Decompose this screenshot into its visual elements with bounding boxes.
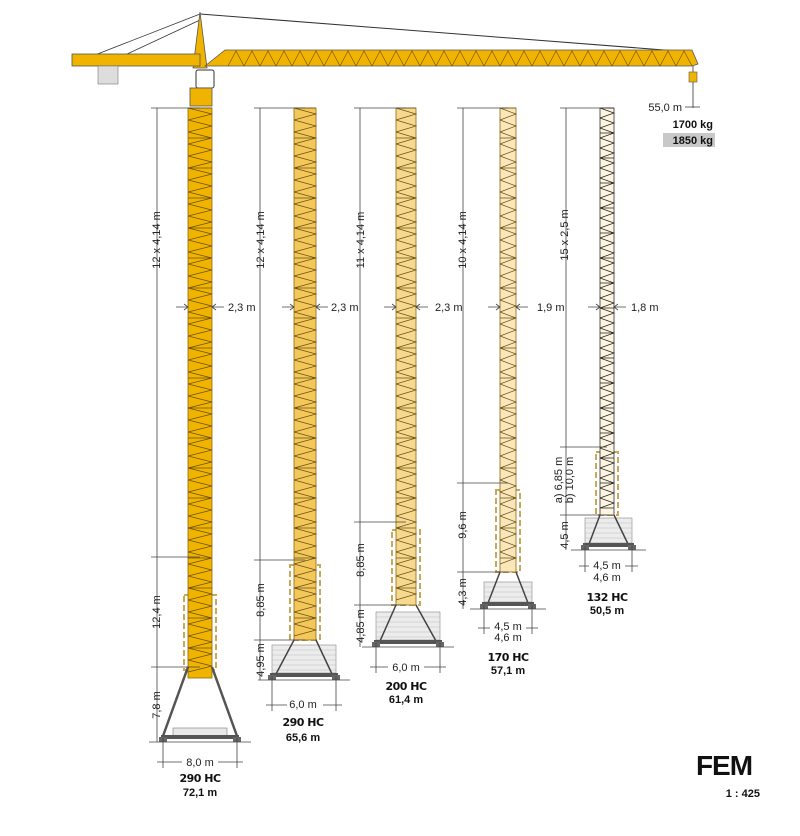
counterweight <box>97 65 119 85</box>
tower-290hc-65: 12 x 4,14 m 8,85 m 4,95 m 2,3 m 6,0 m 29… <box>255 211 359 744</box>
sections-dim: 12 x 4,14 m <box>151 211 163 268</box>
base-dim: 4,5 m <box>593 560 621 572</box>
ballast <box>271 644 337 674</box>
base-dim: 4,5 m <box>494 621 522 633</box>
tower-drawing <box>560 107 646 572</box>
dim: 8,85 m <box>355 543 367 577</box>
dim: a) 6,85 m <box>553 457 565 503</box>
base-dim: 8,0 m <box>186 757 214 769</box>
tower-290hc-72: 12 x 4,14 m 12,4 m 7,8 m 2,3 m 8,0 m 290… <box>151 211 256 799</box>
sections-dim: 12 x 4,14 m <box>255 211 267 268</box>
crane-jib-assembly <box>71 11 699 108</box>
dim: 4,95 m <box>255 643 267 677</box>
width-arrows <box>588 303 626 311</box>
counter-jib-tie <box>94 13 201 56</box>
dim: 8,85 m <box>255 583 267 617</box>
base-dim: 4,6 m <box>494 632 522 644</box>
dim: 4,5 m <box>559 521 571 549</box>
dim: 4,85 m <box>355 609 367 643</box>
base-dim: 6,0 m <box>392 662 420 674</box>
mast-lattice <box>187 107 213 673</box>
tower-drawing <box>457 107 546 634</box>
model-label: 132 HC <box>586 591 627 604</box>
height-label: 50,5 m <box>590 605 624 617</box>
mast-lattice <box>499 107 517 565</box>
base-struts <box>588 514 629 545</box>
ballast <box>375 611 441 641</box>
width-arrows <box>282 303 328 311</box>
mast-lattice <box>395 107 418 601</box>
model-label: 290 HC <box>282 716 323 729</box>
base-dim: 6,0 m <box>289 699 317 711</box>
width-dim: 2,3 m <box>228 302 256 314</box>
chassis <box>270 673 338 677</box>
dim: 4,3 m <box>457 578 469 606</box>
base-struts <box>379 604 437 642</box>
tower-200hc: 11 x 4,14 m 8,85 m 4,85 m 2,3 m 6,0 m 20… <box>355 212 463 706</box>
base-struts <box>161 666 239 737</box>
tower-170hc: 10 x 4,14 m 9,6 m 4,3 m 1,9 m 4,5 m 4,6 … <box>457 211 565 677</box>
scale-label: 1 : 425 <box>726 788 760 800</box>
sections-dim: 15 x 2,5 m <box>559 209 571 260</box>
jib-radius: 55,0 m <box>648 102 682 114</box>
width-dim: 1,9 m <box>537 302 565 314</box>
height-label: 65,6 m <box>286 732 320 744</box>
base-struts <box>487 571 529 604</box>
counter-jib <box>71 53 201 67</box>
jib-tie <box>199 13 691 53</box>
width-arrows <box>384 303 428 311</box>
mast-lattice <box>599 107 616 509</box>
mast <box>395 107 417 606</box>
load-primary: 1700 kg <box>673 119 713 131</box>
dim: b) 10,0 m <box>564 457 576 503</box>
dim: 7,8 m <box>151 691 163 719</box>
dim: 9,6 m <box>457 511 469 539</box>
fem-logo: FEM <box>696 750 752 781</box>
jib-lattice <box>227 50 693 67</box>
sections-dim: 10 x 4,14 m <box>457 211 469 268</box>
operator-cab <box>195 69 215 89</box>
ballast <box>584 517 633 544</box>
height-label: 57,1 m <box>491 665 525 677</box>
base-struts <box>275 639 333 675</box>
tower-drawing <box>254 107 350 711</box>
model-label: 170 HC <box>487 651 528 664</box>
slewing-unit <box>189 87 213 107</box>
ballast <box>172 727 228 737</box>
chassis <box>161 735 239 739</box>
width-dim: 1,8 m <box>631 302 659 314</box>
mast <box>499 107 517 573</box>
sections-dim: 11 x 4,14 m <box>355 212 367 269</box>
width-arrows <box>176 303 224 311</box>
hook-block <box>688 71 698 83</box>
chassis <box>374 640 442 644</box>
base-dim: 4,6 m <box>593 572 621 584</box>
height-label: 72,1 m <box>183 787 217 799</box>
width-dim: 2,3 m <box>331 302 359 314</box>
model-label: 200 HC <box>385 680 426 693</box>
load-secondary: 1850 kg <box>673 135 713 147</box>
tower-drawing <box>354 107 454 673</box>
jib <box>203 49 699 67</box>
width-arrows <box>488 303 528 311</box>
model-label: 290 HC <box>179 772 220 785</box>
height-label: 61,4 m <box>389 694 423 706</box>
tower-drawing <box>149 107 251 768</box>
dim: 12,4 m <box>151 595 163 629</box>
chassis <box>583 543 634 547</box>
chassis <box>482 602 534 606</box>
tower-132hc: 15 x 2,5 m a) 6,85 m b) 10,0 m 4,5 m 1,8… <box>553 209 659 617</box>
load-secondary-bg <box>663 133 715 147</box>
width-dim: 2,3 m <box>435 302 463 314</box>
mast-lattice <box>293 107 318 637</box>
